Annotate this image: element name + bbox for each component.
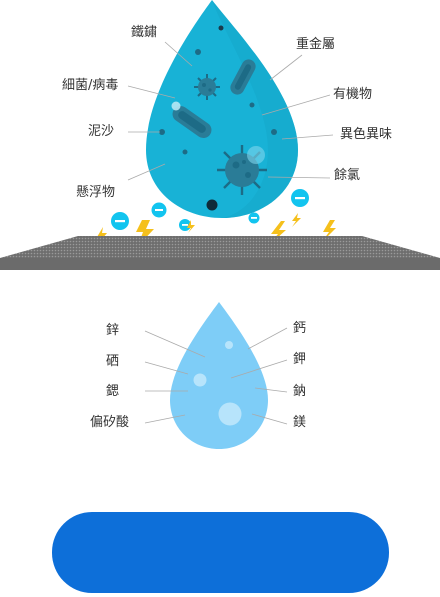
label-magnesium: 鎂 (293, 415, 307, 430)
filter-membrane (0, 236, 440, 270)
contaminant-leader-lines (127, 41, 334, 181)
cta-button[interactable] (52, 512, 389, 593)
label-suspended-solids: 懸浮物 (76, 185, 116, 200)
negative-ion-icon (111, 212, 129, 230)
label-metasilicic-acid: 偏矽酸 (90, 415, 130, 430)
mineral-leader-lines (144, 327, 288, 425)
clean-water-drop (170, 302, 268, 449)
negative-ion-icon (291, 189, 309, 207)
bacteria-icon (172, 105, 212, 139)
negative-ion-icon (248, 212, 260, 224)
label-sodium: 鈉 (293, 384, 307, 399)
virus-icon (194, 74, 220, 100)
contaminated-water-drop (146, 0, 298, 218)
label-bacteria-virus: 細菌/病毒 (62, 78, 119, 93)
label-odor-color: 異色異味 (340, 127, 393, 142)
label-residual-chlorine: 餘氯 (334, 168, 361, 183)
label-heavy-metals: 重金屬 (296, 37, 336, 52)
label-zinc: 鋅 (106, 323, 120, 338)
label-calcium: 鈣 (293, 321, 307, 336)
label-selenium: 硒 (106, 354, 120, 369)
label-sediment: 泥沙 (88, 124, 115, 139)
label-potassium: 鉀 (293, 352, 307, 367)
label-iron-rust: 鐵鏽 (131, 25, 158, 40)
label-strontium: 鍶 (106, 384, 120, 399)
particle-dots (159, 25, 277, 211)
negative-ion-icon (151, 202, 167, 218)
label-organics: 有機物 (333, 87, 373, 102)
bacteria-icon (230, 59, 256, 95)
